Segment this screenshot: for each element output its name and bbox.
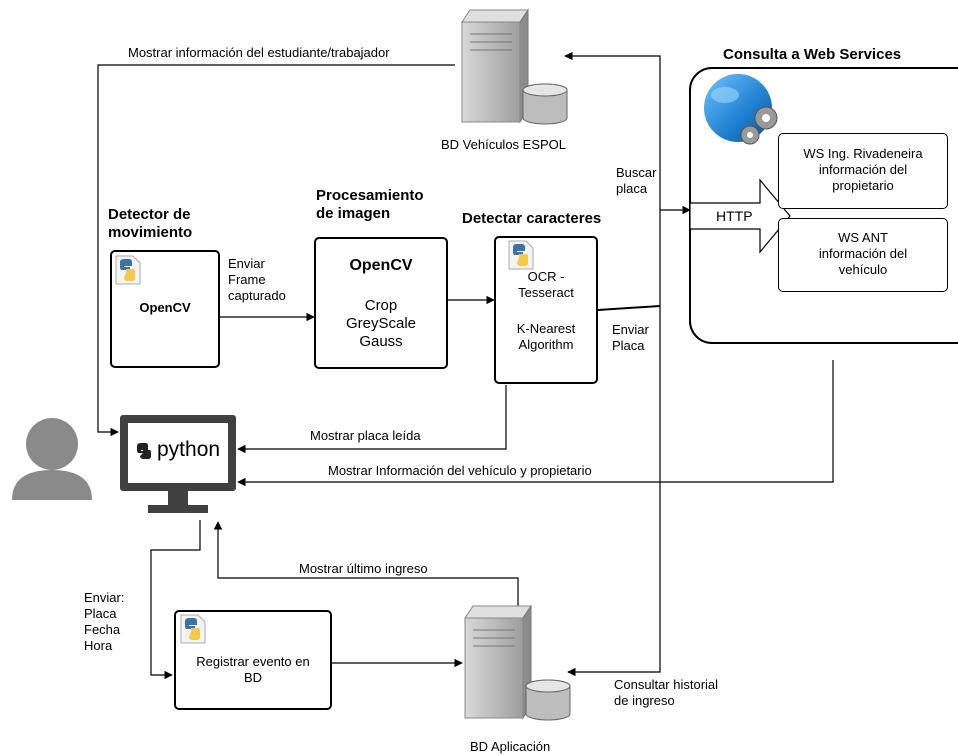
- edge-label-show-plate: Mostrar placa leída: [310, 428, 421, 443]
- server-vehicles-icon: [461, 8, 568, 125]
- edge-label-show-student: Mostrar información del estudiante/traba…: [128, 45, 390, 60]
- edge-label-show-vehicle: Mostrar Información del vehículo y propi…: [328, 463, 592, 478]
- ws-rivadeneira-box: [778, 133, 948, 209]
- connectors: [97, 51, 834, 680]
- edge-search-plate: [564, 51, 661, 306]
- edge-show-plate: [237, 385, 507, 454]
- motion-opencv-label: OpenCV: [139, 300, 191, 315]
- vehicles-db-label: BD Vehículos ESPOL: [441, 137, 567, 152]
- edge-ocr-out: [597, 305, 661, 311]
- ws-rivadeneira-text: WS Ing. Rivadeneira información del prop…: [803, 146, 923, 193]
- detect-characters-title: Detectar caracteres: [462, 210, 602, 227]
- python-logo-icon: [137, 443, 151, 459]
- ws-ant-text: WS ANT información del vehículo: [818, 230, 908, 277]
- ws-title: Consulta a Web Services: [723, 46, 902, 63]
- processing-head: OpenCV: [349, 257, 413, 274]
- monitor-icon: [120, 415, 236, 513]
- processing-title: Procesamiento de imagen: [316, 187, 424, 222]
- python-logo-text: python: [157, 438, 221, 461]
- edge-label-last-entry: Mostrar último ingreso: [299, 561, 428, 576]
- edge-label-consult-history: Consultar historial de ingreso: [614, 677, 719, 708]
- edge-label-search-plate: Buscar placa: [616, 165, 657, 196]
- edge-last-entry: [213, 521, 519, 610]
- edge-send-data: [150, 520, 201, 680]
- processing-steps: Crop GreyScale Gauss: [345, 297, 417, 350]
- edge-show-vehicle: [237, 360, 834, 487]
- server-app-icon: [464, 604, 571, 721]
- edge-send-plate: [567, 306, 661, 677]
- python-file-icon: [180, 614, 206, 644]
- edge-show-student: [97, 64, 455, 437]
- motion-detector-title: Detector de movimiento: [108, 206, 193, 241]
- register-event-text: Registrar evento en BD: [196, 654, 310, 685]
- http-arrow: [689, 178, 791, 254]
- http-label: HTTP: [716, 208, 753, 224]
- edge-label-send-plate: Enviar Placa: [612, 322, 649, 353]
- app-db-label: BD Aplicación: [470, 739, 551, 754]
- processing-box: [314, 237, 448, 369]
- ws-ant-box: [778, 218, 948, 292]
- user-icon: [12, 418, 92, 500]
- ocr-text: OCR - Tesseract: [518, 269, 574, 300]
- globe-gear-icon: [704, 74, 778, 145]
- python-file-icon: [115, 255, 141, 285]
- knn-text: K-Nearest Algorithm: [516, 321, 576, 352]
- edge-label-send-data: Enviar: Placa Fecha Hora: [84, 590, 125, 653]
- edge-label-send-frame: Enviar Frame capturado: [228, 256, 286, 303]
- python-file-icon: [508, 240, 534, 270]
